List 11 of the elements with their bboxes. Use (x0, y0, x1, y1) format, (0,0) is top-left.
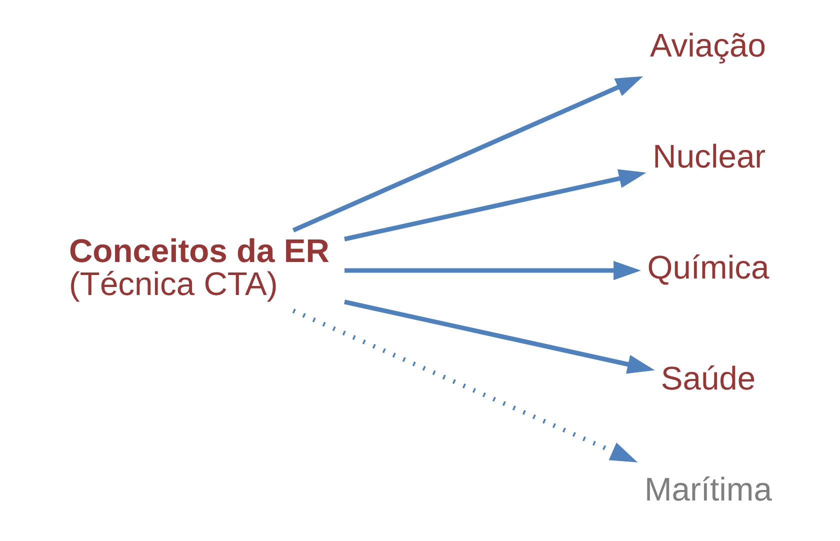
arrow (292, 308, 638, 462)
node-text: Aviação (649, 26, 766, 64)
arrow (344, 300, 654, 374)
node-text: Marítima (644, 470, 772, 508)
node-text: Conceitos da ER (Técnica CTA) (68, 232, 329, 302)
node-text: Nuclear (652, 137, 766, 174)
arrow (292, 76, 643, 232)
arrow (344, 260, 640, 280)
arrow (344, 169, 646, 242)
node-text: Saúde (660, 360, 756, 397)
node-text: Química (646, 248, 769, 286)
